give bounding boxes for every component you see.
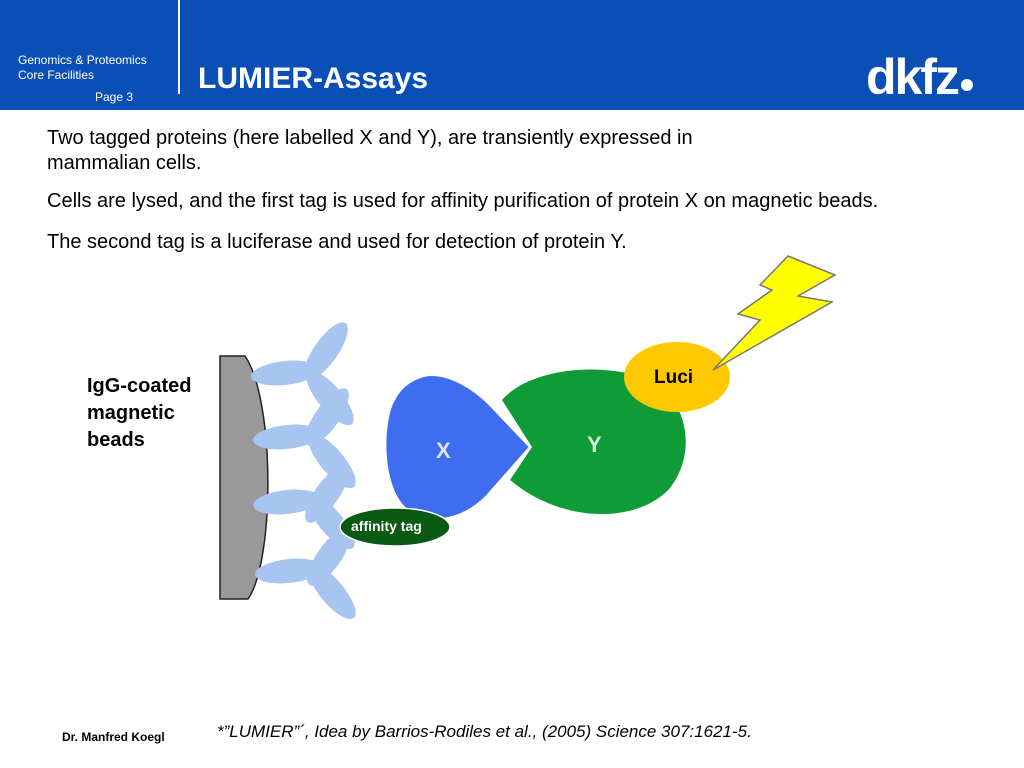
protein-y-label: Y: [587, 432, 602, 457]
affinity-tag-shape: [339, 507, 451, 547]
page-number: Page 3: [95, 90, 134, 104]
protein-y-shape: [502, 369, 686, 515]
logo-text: dkfz: [866, 49, 960, 105]
bead-label-line-3: beads: [87, 429, 145, 451]
bead-label: IgG-coated magnetic beads: [87, 373, 191, 454]
luciferase-shape: [624, 342, 730, 412]
magnetic-bead: [219, 355, 269, 600]
affinity-tag-label: affinity tag: [351, 518, 422, 534]
org-name-line2: Core Facilities: [18, 68, 95, 82]
footer-citation: *”LUMIER”´, Idea by Barrios-Rodiles et a…: [217, 722, 752, 741]
luciferase-label: Luci: [654, 367, 694, 388]
bead-label-line-1: IgG-coated: [87, 375, 192, 397]
header-bar: Genomics & Proteomics Core Facilities Pa…: [0, 0, 1024, 110]
footer-author: Dr. Manfred Koegl: [62, 730, 165, 744]
slide-title: LUMIER-Assays: [198, 62, 429, 95]
bead-label-line-2: magnetic: [87, 402, 175, 424]
paragraph-3: The second tag is a luciferase and used …: [47, 231, 627, 253]
dkfz-logo: dkfz: [866, 52, 973, 102]
protein-x-label: X: [436, 438, 451, 463]
antibody-4: [255, 528, 356, 620]
org-name-line1: Genomics & Proteomics: [18, 53, 147, 67]
paragraph-2: Cells are lysed, and the first tag is us…: [47, 190, 879, 212]
antibody-1: [251, 322, 354, 426]
paragraph-1: Two tagged proteins (here labelled X and…: [47, 126, 693, 176]
lightning-bolt-icon: [712, 255, 837, 371]
paragraph-1-line-1: Two tagged proteins (here labelled X and…: [47, 127, 693, 149]
logo-dot: [961, 79, 973, 91]
paragraph-1-line-2: mammalian cells.: [47, 152, 202, 174]
header-divider: [178, 0, 180, 94]
